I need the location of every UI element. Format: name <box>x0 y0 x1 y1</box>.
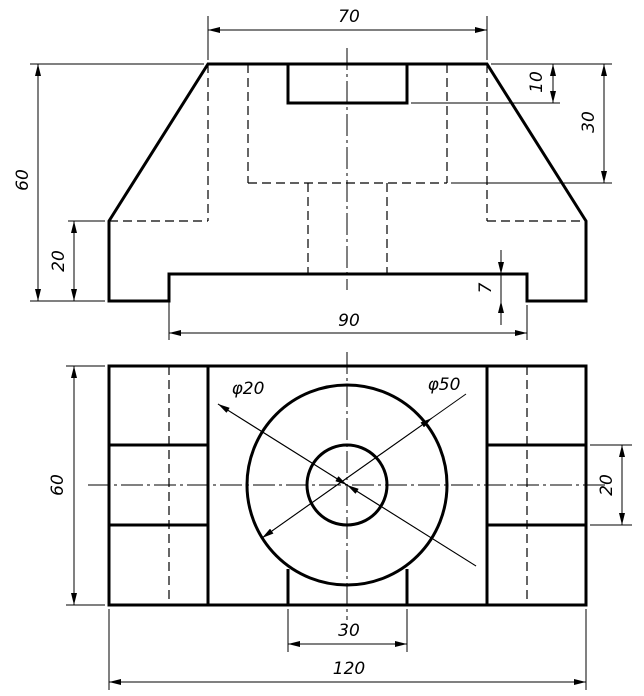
dim-rib-width-label: 20 <box>597 474 617 496</box>
dim-pocket-depth: 30 <box>451 63 612 184</box>
dim-rib-width: 20 <box>590 444 632 526</box>
dim-overall-length: 120 <box>108 609 587 690</box>
dim-slot-depth-label: 10 <box>527 71 547 93</box>
dim-slot-width-label: 30 <box>338 621 360 641</box>
top-view-slot <box>286 569 409 605</box>
dim-slot-depth: 10 <box>411 64 560 104</box>
dim-boss-diameter-label: φ50 <box>428 375 461 395</box>
dim-base-opening: 90 <box>168 278 528 340</box>
dim-base-opening-label: 90 <box>338 311 360 331</box>
dim-plan-depth-label: 60 <box>48 474 68 496</box>
dim-hole-diameter: φ20 <box>217 379 477 567</box>
dim-hole-diameter-label: φ20 <box>232 379 265 399</box>
dim-height-base: 20 <box>49 220 105 301</box>
dim-base-lip-label: 7 <box>476 282 496 293</box>
front-hidden-lines <box>109 64 586 274</box>
top-view: 60 φ20 φ50 20 30 <box>48 352 632 690</box>
dim-height-total-label: 60 <box>13 169 33 191</box>
front-view: 70 60 20 10 30 <box>13 7 612 340</box>
dim-plan-depth: 60 <box>48 365 105 606</box>
dim-pocket-depth-label: 30 <box>579 111 599 133</box>
dim-height-total: 60 <box>13 63 204 302</box>
dim-top-width: 70 <box>207 7 488 60</box>
dim-height-base-label: 20 <box>49 250 69 272</box>
front-view-outline <box>107 62 588 303</box>
dim-top-width-label: 70 <box>338 7 360 27</box>
dim-boss-diameter: φ50 <box>261 375 467 539</box>
dim-base-lip: 7 <box>476 250 523 325</box>
dim-slot-width: 30 <box>287 609 408 652</box>
dim-overall-length-label: 120 <box>333 659 365 679</box>
